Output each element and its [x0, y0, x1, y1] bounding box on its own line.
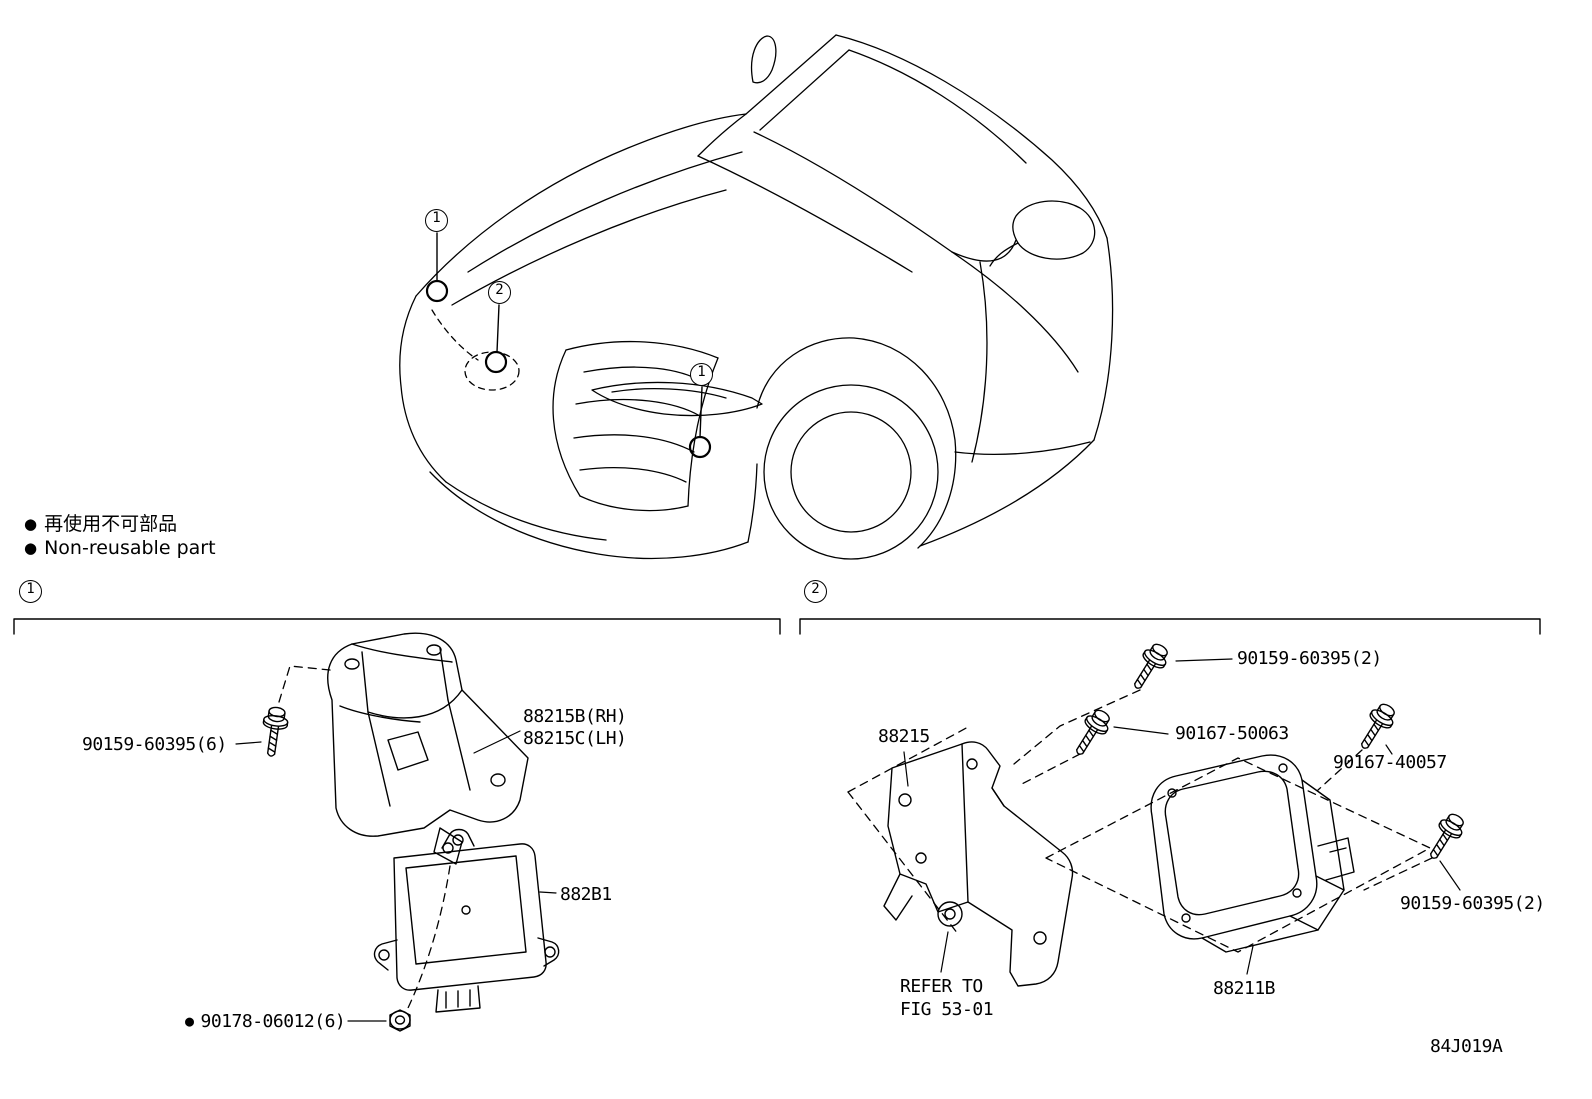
car-callout-markers [425, 232, 712, 459]
section1-callout: 1 [19, 580, 42, 603]
screw-drawing-90167-50063 [1067, 705, 1116, 761]
car-callout-1-side: 1 [690, 363, 713, 386]
car-sketch [399, 34, 1114, 560]
legend-en-text: Non-reusable part [44, 537, 216, 559]
label-fig-53-01: FIG 53-01 [900, 999, 994, 1020]
label-90167-50063: 90167-50063 [1175, 723, 1289, 744]
label-90178-06012: ● 90178-06012(6) [185, 1011, 346, 1032]
screw-drawing-90167-40057 [1352, 699, 1401, 755]
projection-lines [278, 665, 1433, 1009]
label-88215b-rh: 88215B(RH) [523, 706, 627, 727]
label-88215: 88215 [878, 726, 930, 747]
label-90159-60395-2-top: 90159-60395(2) [1237, 648, 1382, 669]
screw-drawing-90159-60395-2-top [1125, 639, 1174, 695]
car-callout-1-front: 1 [425, 209, 448, 232]
label-88215c-lh: 88215C(LH) [523, 728, 627, 749]
diagram-code: 84J019A [1430, 1036, 1503, 1057]
screw-drawing-90159-60395-6 [258, 705, 291, 759]
legend-non-reusable-en: ● Non-reusable part [24, 537, 216, 559]
leader-lines [235, 658, 1461, 1022]
non-reusable-bullet-icon: ● [24, 539, 38, 557]
section2-bracket-rule [799, 618, 1541, 635]
sensor-88211b-drawing [1150, 754, 1355, 953]
module-882b1-drawing [373, 828, 560, 1013]
car-callout-2: 2 [488, 281, 511, 304]
section1-bracket-rule [13, 618, 781, 635]
non-reusable-bullet-icon: ● [185, 1012, 194, 1030]
non-reusable-bullet-icon: ● [24, 515, 38, 533]
grommet-drawing [937, 901, 963, 927]
label-88211b: 88211B [1213, 978, 1276, 999]
screw-drawing-90159-60395-2-bottom [1421, 809, 1470, 865]
label-90178-06012-text: 90178-06012(6) [200, 1011, 346, 1032]
bracket-88215-drawing [883, 741, 1074, 987]
label-90159-60395-2-bottom: 90159-60395(2) [1400, 893, 1545, 914]
bracket-88215b-drawing [327, 632, 529, 865]
label-882b1: 882B1 [560, 884, 612, 905]
legend-non-reusable-jp: ● 再使用不可部品 [24, 509, 177, 536]
nut-90178-drawing [389, 1009, 411, 1032]
label-90167-40057: 90167-40057 [1333, 752, 1447, 773]
label-refer-to: REFER TO [900, 976, 983, 997]
legend-jp-text: 再使用不可部品 [44, 513, 178, 535]
label-90159-60395-6: 90159-60395(6) [82, 734, 227, 755]
section2-callout: 2 [804, 580, 827, 603]
